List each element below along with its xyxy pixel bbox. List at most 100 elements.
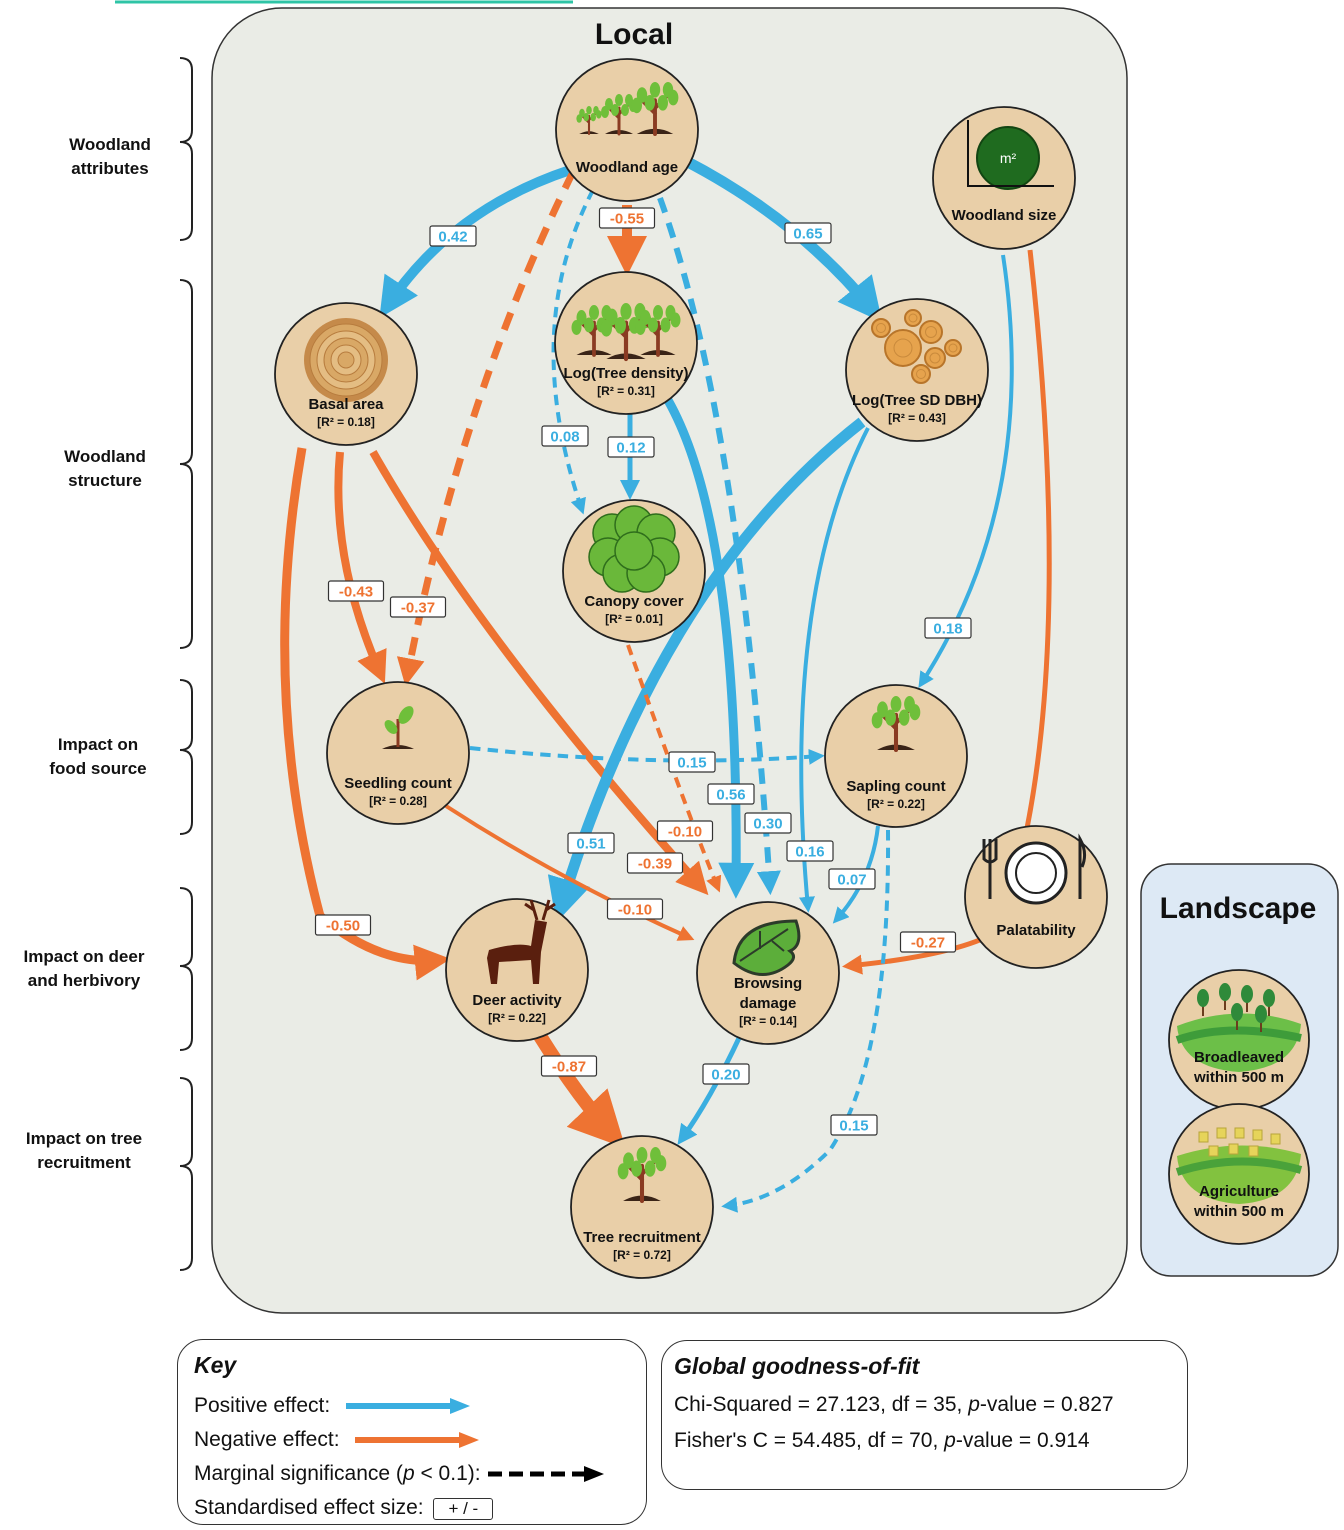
section-label-structure: Woodland xyxy=(64,447,146,466)
svg-text:-0.39: -0.39 xyxy=(638,856,672,873)
node-r2: [R² = 0.14] xyxy=(739,1014,797,1028)
node-label: Basal area xyxy=(308,396,384,413)
fit-fisher-row: Fisher's C = 54.485, df = 70, p-value = … xyxy=(674,1429,1090,1453)
node-label: within 500 m xyxy=(1193,1203,1284,1220)
edge-deer-activity-to-tree-recruitment xyxy=(534,1032,626,1149)
edge-label-seedling-count-to-sapling-count: 0.15 xyxy=(668,751,716,773)
node-r2: [R² = 0.31] xyxy=(597,384,655,398)
bitten-leaf-icon xyxy=(732,919,801,976)
deer-icon xyxy=(487,899,556,984)
plate-icon xyxy=(982,833,1087,905)
node-basal-area: Basal area[R² = 0.18] xyxy=(274,302,418,446)
node-circle xyxy=(570,1135,714,1279)
edge-label-woodland-age-to-tree-sd-dbh: 0.65 xyxy=(784,222,832,244)
canopy-icon xyxy=(588,505,680,593)
edge-basal-area-to-seedling-count xyxy=(334,451,387,684)
edge-canopy-cover-to-browsing-damage xyxy=(626,644,722,893)
node-tree-recruitment: Tree recruitment[R² = 0.72] xyxy=(570,1135,714,1279)
section-label-food: Impact on xyxy=(58,735,138,754)
fit-fisher-p: p xyxy=(944,1429,956,1452)
node-circle xyxy=(445,898,589,1042)
seedling-icon xyxy=(382,706,414,749)
edge-seedling-count-to-browsing-damage xyxy=(444,804,695,941)
node-circle xyxy=(824,684,968,828)
node-tree-sd-dbh: Log(Tree SD DBH) [R² = 0.43] xyxy=(845,298,989,442)
farmland-landscape-icon xyxy=(1175,1127,1303,1204)
node-r2: [R² = 0.22] xyxy=(488,1011,546,1025)
goodness-of-fit-panel: Global goodness-of-fit Chi-Squared = 27.… xyxy=(661,1340,1188,1490)
edge-woodland-age-to-browsing-damage xyxy=(657,196,781,896)
node-label: Log(Tree SD DBH) xyxy=(852,392,982,409)
fit-chi-prefix: Chi-Squared = 27.123, df = 35, xyxy=(674,1393,969,1416)
node-label: damage xyxy=(740,995,797,1012)
node-label: Palatability xyxy=(996,922,1076,939)
node-r2: [R² = 0.72] xyxy=(613,1248,671,1262)
edge-woodland-age-to-basal-area xyxy=(379,165,572,319)
node-canopy-cover: Canopy cover[R² = 0.01] xyxy=(562,499,706,643)
node-r2: [R² = 0.43] xyxy=(888,411,946,425)
area-m2-icon: m² xyxy=(967,120,1054,190)
edge-label-basal-area-to-deer-activity: -0.50 xyxy=(314,914,372,936)
node-browsing-damage: Browsing damage [R² = 0.14] xyxy=(696,901,840,1045)
svg-text:m²: m² xyxy=(1000,150,1017,166)
edge-tree-sd-dbh-to-browsing-damage xyxy=(799,427,870,913)
node-seedling-count: Seedling count[R² = 0.28] xyxy=(326,681,470,825)
node-r2: [R² = 0.28] xyxy=(369,794,427,808)
node-sapling-count: Sapling count[R² = 0.22] xyxy=(824,684,968,828)
node-label: Sapling count xyxy=(846,778,945,795)
edge-basal-area-to-deer-activity xyxy=(280,447,451,981)
section-label-herbivory: Impact on deer xyxy=(24,947,145,966)
svg-text:0.65: 0.65 xyxy=(793,226,822,243)
svg-text:0.18: 0.18 xyxy=(933,621,962,638)
svg-text:0.42: 0.42 xyxy=(438,229,467,246)
edge-label-deer-activity-to-tree-recruitment: -0.87 xyxy=(540,1055,598,1077)
svg-text:-0.50: -0.50 xyxy=(326,918,360,935)
edge-labels: 0.42 -0.55 0.65 -0.37 0.08 0.30 0.12 0.56 -0.43 -… xyxy=(314,207,972,1136)
node-label: within 500 m xyxy=(1193,1069,1284,1086)
edge-label-woodland-age-to-tree-density: -0.55 xyxy=(598,207,656,229)
fit-chi-row: Chi-Squared = 27.123, df = 35, p-value =… xyxy=(674,1393,1114,1417)
node-broadleaved: Broadleaved within 500 m xyxy=(1168,969,1310,1111)
edge-tree-sd-dbh-to-deer-activity xyxy=(547,417,866,923)
edge-label-sapling-count-to-browsing-damage: 0.07 xyxy=(828,868,876,890)
section-label-herbivory: and herbivory xyxy=(28,971,141,990)
svg-text:0.51: 0.51 xyxy=(576,836,605,853)
fit-title: Global goodness-of-fit xyxy=(674,1353,920,1379)
svg-text:-0.87: -0.87 xyxy=(552,1059,586,1076)
svg-text:0.12: 0.12 xyxy=(616,440,645,457)
broadleaf-landscape-icon xyxy=(1175,983,1302,1072)
node-label: Agriculture xyxy=(1199,1183,1279,1200)
node-circle xyxy=(326,681,470,825)
local-panel-title: Local xyxy=(595,18,673,51)
section-label-attributes: attributes xyxy=(71,159,148,178)
svg-text:0.56: 0.56 xyxy=(716,787,745,804)
edge-label-basal-area-to-seedling-count: -0.43 xyxy=(327,580,385,602)
tree-cluster-icon xyxy=(571,303,681,362)
edge-label-tree-sd-dbh-to-deer-activity: 0.51 xyxy=(567,832,615,854)
edge-label-tree-sd-dbh-to-browsing-damage: 0.16 xyxy=(786,840,834,862)
edge-label-woodland-age-to-browsing-damage: 0.30 xyxy=(744,812,792,834)
node-woodland-age: Woodland age xyxy=(555,58,699,202)
section-label-food: food source xyxy=(49,759,146,778)
key-marginal-prefix: Marginal significance ( xyxy=(194,1462,403,1485)
node-label: Browsing xyxy=(734,975,802,992)
svg-text:0.15: 0.15 xyxy=(677,755,706,772)
node-agriculture: Agriculture within 500 m xyxy=(1168,1103,1310,1245)
key-negative-row: Negative effect: xyxy=(194,1428,483,1452)
key-panel: Key Positive effect: Negative effect: Ma… xyxy=(177,1339,647,1525)
edge-basal-area-to-browsing-damage xyxy=(369,450,709,896)
svg-text:-0.37: -0.37 xyxy=(401,600,435,617)
svg-text:0.08: 0.08 xyxy=(550,429,579,446)
fit-fisher-suffix: -value = 0.914 xyxy=(955,1429,1090,1452)
edge-browsing-damage-to-tree-recruitment xyxy=(677,1034,743,1145)
key-marginal-arrow xyxy=(488,1466,605,1483)
edge-seedling-count-to-sapling-count xyxy=(469,746,825,765)
section-labels: WoodlandattributesWoodlandstructureImpac… xyxy=(24,135,151,1172)
fit-fisher-prefix: Fisher's C = 54.485, df = 70, xyxy=(674,1429,945,1452)
svg-text:0.30: 0.30 xyxy=(753,816,782,833)
section-label-structure: structure xyxy=(68,471,142,490)
section-label-attributes: Woodland xyxy=(69,135,151,154)
node-label: Broadleaved xyxy=(1194,1049,1284,1066)
section-label-recruitment: Impact on tree xyxy=(26,1129,142,1148)
